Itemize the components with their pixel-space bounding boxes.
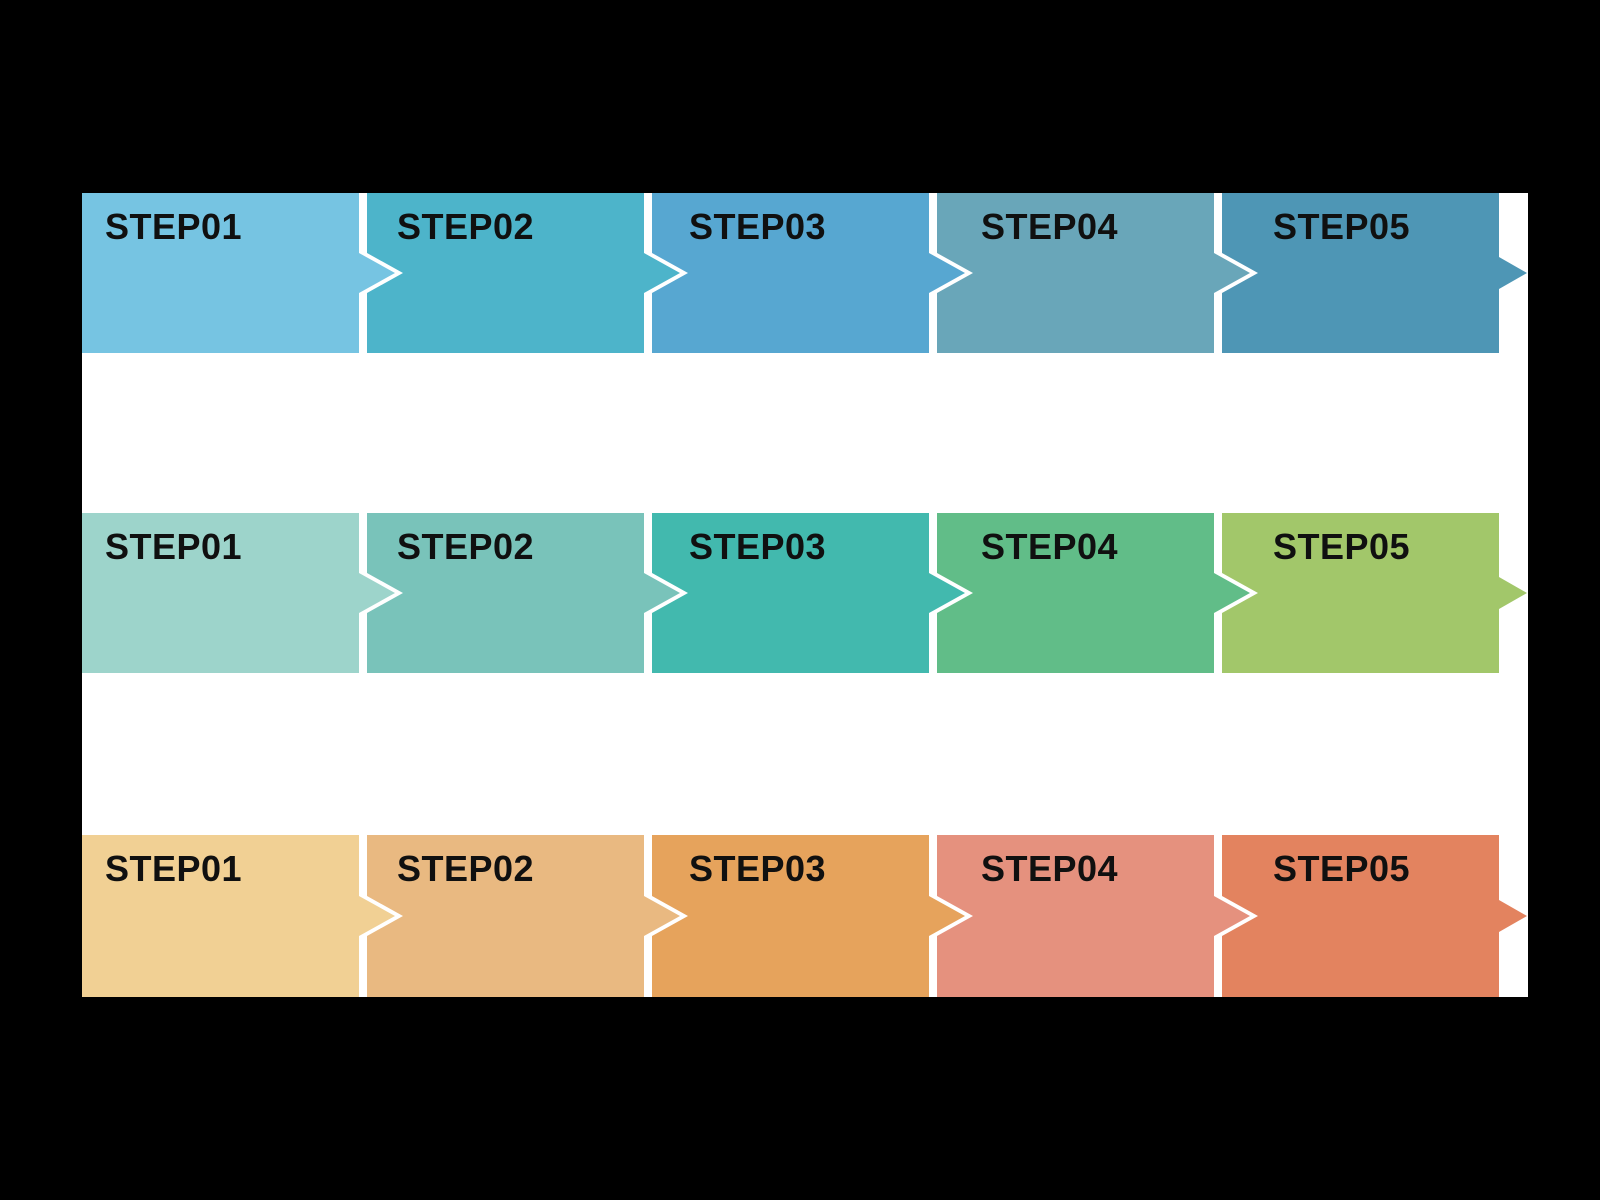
step-arrow [652, 835, 965, 997]
step-label: STEP03 [689, 206, 826, 247]
step-label: STEP01 [105, 206, 242, 247]
step-arrow [652, 193, 965, 353]
step-arrow [652, 513, 965, 673]
step-arrow [937, 193, 1250, 353]
step-arrow [82, 513, 395, 673]
step-label: STEP04 [981, 206, 1118, 247]
step-label: STEP04 [981, 848, 1118, 889]
step-arrow [367, 513, 680, 673]
step-label: STEP05 [1273, 848, 1410, 889]
step-arrow [937, 513, 1250, 673]
step-row-blue: STEP01 STEP02 STEP03 STEP04 STEP05 [82, 193, 1527, 353]
step-label: STEP02 [397, 206, 534, 247]
step-label: STEP03 [689, 526, 826, 567]
step-label: STEP05 [1273, 526, 1410, 567]
step-row-green: STEP01 STEP02 STEP03 STEP04 STEP05 [82, 513, 1527, 673]
step-arrow [1222, 835, 1527, 997]
step-label: STEP04 [981, 526, 1118, 567]
step-arrow [367, 835, 680, 997]
step-label: STEP01 [105, 848, 242, 889]
step-label: STEP03 [689, 848, 826, 889]
step-label: STEP01 [105, 526, 242, 567]
step-label: STEP02 [397, 848, 534, 889]
step-arrow [1222, 513, 1527, 673]
step-label: STEP02 [397, 526, 534, 567]
step-arrow [82, 835, 395, 997]
step-arrow [82, 193, 395, 353]
step-arrow [1222, 193, 1527, 353]
step-arrow [367, 193, 680, 353]
step-label: STEP05 [1273, 206, 1410, 247]
step-arrow [937, 835, 1250, 997]
step-row-orange: STEP01 STEP02 STEP03 STEP04 STEP05 [82, 835, 1527, 997]
